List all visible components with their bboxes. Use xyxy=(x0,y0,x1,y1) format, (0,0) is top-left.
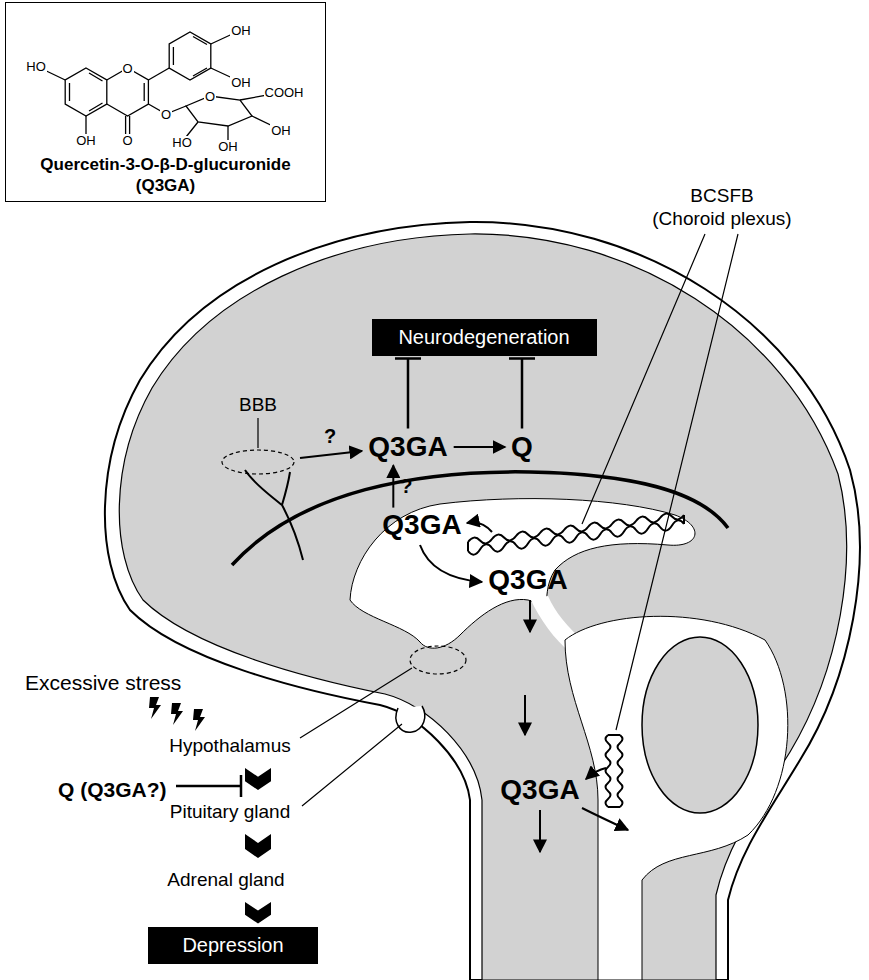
atom-label: O xyxy=(204,90,216,103)
node-text: Adrenal gland xyxy=(167,869,284,891)
organ-label: Adrenal gland xyxy=(163,861,288,899)
atom-label: OH xyxy=(270,124,292,137)
chemical-structure xyxy=(36,30,284,146)
transport-arrow xyxy=(529,600,531,632)
inhibition-line xyxy=(176,775,241,797)
atom-label: OH xyxy=(230,76,252,89)
chevron-arrow xyxy=(245,902,271,924)
choroid-plexus xyxy=(608,735,623,807)
atom-label: O xyxy=(160,108,172,121)
leader-line xyxy=(258,234,738,806)
atom-label: O xyxy=(122,134,134,147)
transport-arrow xyxy=(420,545,482,582)
compound-label: Q (Q3GA?) xyxy=(58,778,167,802)
node-text: Q3GA xyxy=(488,565,567,596)
node-text: Quercetin-3-O-β-D-glucuronide (Q3GA) xyxy=(13,154,318,196)
organ-label: Pituitary gland xyxy=(166,793,294,831)
fourth-ventricle xyxy=(565,616,788,980)
transport-arrow xyxy=(586,768,606,779)
atom-label: OH xyxy=(75,134,97,147)
chemical-bond xyxy=(211,30,241,82)
node-text: Depression xyxy=(182,934,283,957)
blood-vessel xyxy=(245,470,303,560)
region-label: BBB xyxy=(239,394,277,416)
node-text: Q xyxy=(511,432,533,463)
chemical-bond xyxy=(148,68,169,80)
chemical-bond xyxy=(65,68,107,116)
chemical-bond xyxy=(173,37,207,77)
choroid-plexus xyxy=(468,515,684,555)
outcome-box: Neurodegeneration xyxy=(372,319,597,356)
question-mark: ? xyxy=(400,475,412,497)
compound-label: Q3GA xyxy=(365,432,450,463)
chemical-bond xyxy=(144,83,145,101)
atom-label: HO xyxy=(25,60,47,73)
node-text: Q3GA xyxy=(500,775,579,806)
chemical-bond xyxy=(186,96,252,126)
node-text: Q3GA xyxy=(368,432,447,463)
atom-label: OH xyxy=(217,140,239,153)
chemical-bond xyxy=(36,66,86,140)
hypothalamus-region xyxy=(410,646,466,674)
chemical-bond xyxy=(107,68,149,116)
transport-arrow xyxy=(467,522,492,532)
organ-label: Hypothalamus xyxy=(165,727,294,765)
node-text: Q3GA xyxy=(382,510,461,541)
inhibition-connector xyxy=(395,359,421,429)
compound-label: Q xyxy=(508,432,536,463)
chemical-bond xyxy=(70,73,103,111)
region-label: (Choroid plexus) xyxy=(652,208,791,230)
chevron-arrow xyxy=(245,834,271,858)
atom-label: O xyxy=(122,62,134,75)
brain-tissue xyxy=(119,234,846,980)
atom-label: OH xyxy=(230,24,252,37)
chevron-arrow xyxy=(245,768,271,790)
transport-arrow xyxy=(524,695,526,735)
compound-label: Q3GA xyxy=(485,565,570,596)
choroid-plexus xyxy=(606,735,611,807)
lightning-bolt xyxy=(149,697,161,719)
cerebellum xyxy=(642,637,758,813)
chemical-bond xyxy=(126,116,130,134)
stress-bolts xyxy=(149,697,205,731)
node-text: Neurodegeneration xyxy=(398,326,569,349)
stimulus-label: Excessive stress xyxy=(25,671,181,695)
region-label: BCSFB xyxy=(690,185,753,207)
structure-box: Quercetin-3-O-β-D-glucuronide (Q3GA) xyxy=(5,2,326,202)
transport-arrow xyxy=(582,808,628,830)
arrow-connector xyxy=(454,446,505,448)
lightning-bolt xyxy=(171,703,183,725)
outcome-box: Depression xyxy=(148,927,318,964)
compound-label: Q3GA xyxy=(497,775,582,806)
bbb-region xyxy=(222,450,294,474)
compound-label: Q3GA xyxy=(379,510,464,541)
atom-label: HO xyxy=(171,136,193,149)
transport-arrow xyxy=(539,810,541,852)
question-mark: ? xyxy=(324,425,336,448)
inhibition-connector xyxy=(509,359,535,429)
chemical-bond xyxy=(182,92,284,146)
lightning-bolt xyxy=(193,709,205,731)
chemical-bond xyxy=(169,32,211,80)
head-outline xyxy=(105,222,860,980)
transport-arrow xyxy=(300,451,362,458)
atom-label: COOH xyxy=(264,86,305,99)
node-text: Hypothalamus xyxy=(169,735,290,757)
arrow-connector xyxy=(392,465,394,507)
node-text: Pituitary gland xyxy=(170,801,290,823)
corpus-callosum xyxy=(232,472,728,565)
pituitary-gland xyxy=(396,706,425,732)
